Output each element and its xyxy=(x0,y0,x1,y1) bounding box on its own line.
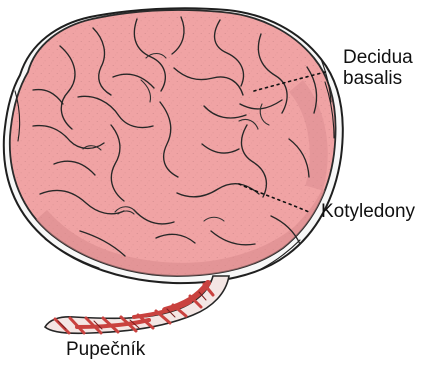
decidua-basalis-label: Decidua basalis xyxy=(343,47,413,89)
pupecnik-label: Pupečník xyxy=(66,339,145,360)
decidua-label-line-2: basalis xyxy=(343,68,413,89)
kotyledony-label: Kotyledony xyxy=(321,201,415,222)
decidua-label-line-1: Decidua xyxy=(343,47,413,68)
umbilical-cord xyxy=(45,276,229,333)
